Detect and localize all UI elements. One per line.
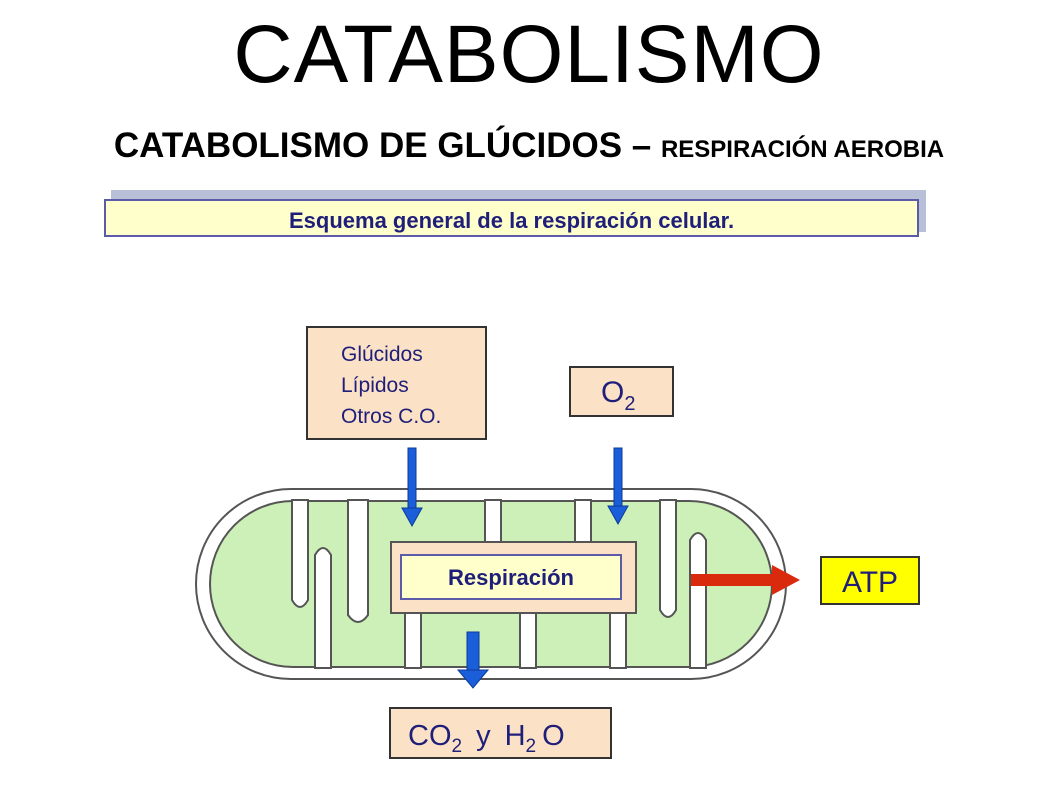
input-otros: Otros C.O. [341,405,441,428]
products-arrow [456,631,490,689]
page-subtitle: CATABOLISMO DE GLÚCIDOS – RESPIRACIÓN AE… [0,128,1058,163]
h2o-subscript: 2 [526,736,537,757]
atp-label: ATP [842,566,898,599]
inputs-box [306,326,487,440]
cristae-top [291,499,677,623]
atp-arrow [691,565,800,595]
input-glucidos: Glúcidos [341,343,423,366]
page-title: CATABOLISMO [233,9,825,100]
oxygen-label: O2 [601,376,635,415]
co2-subscript: 2 [452,736,463,757]
banner: Esquema general de la respiración celula… [104,199,919,237]
oxygen-box [569,366,674,417]
input-lipidos: Lípidos [341,374,409,397]
atp-box [820,556,920,605]
input-arrow [401,447,423,528]
banner-text: Esquema general de la respiración celula… [289,208,735,233]
respiration-label: Respiración [448,565,574,590]
products-box [389,707,612,759]
oxygen-subscript: 2 [624,393,635,415]
subtitle-small: RESPIRACIÓN AEROBIA [660,136,945,163]
subtitle-main: CATABOLISMO DE GLÚCIDOS – [113,126,661,165]
oxygen-arrow [607,447,629,526]
respiration-inner-box [400,554,622,600]
